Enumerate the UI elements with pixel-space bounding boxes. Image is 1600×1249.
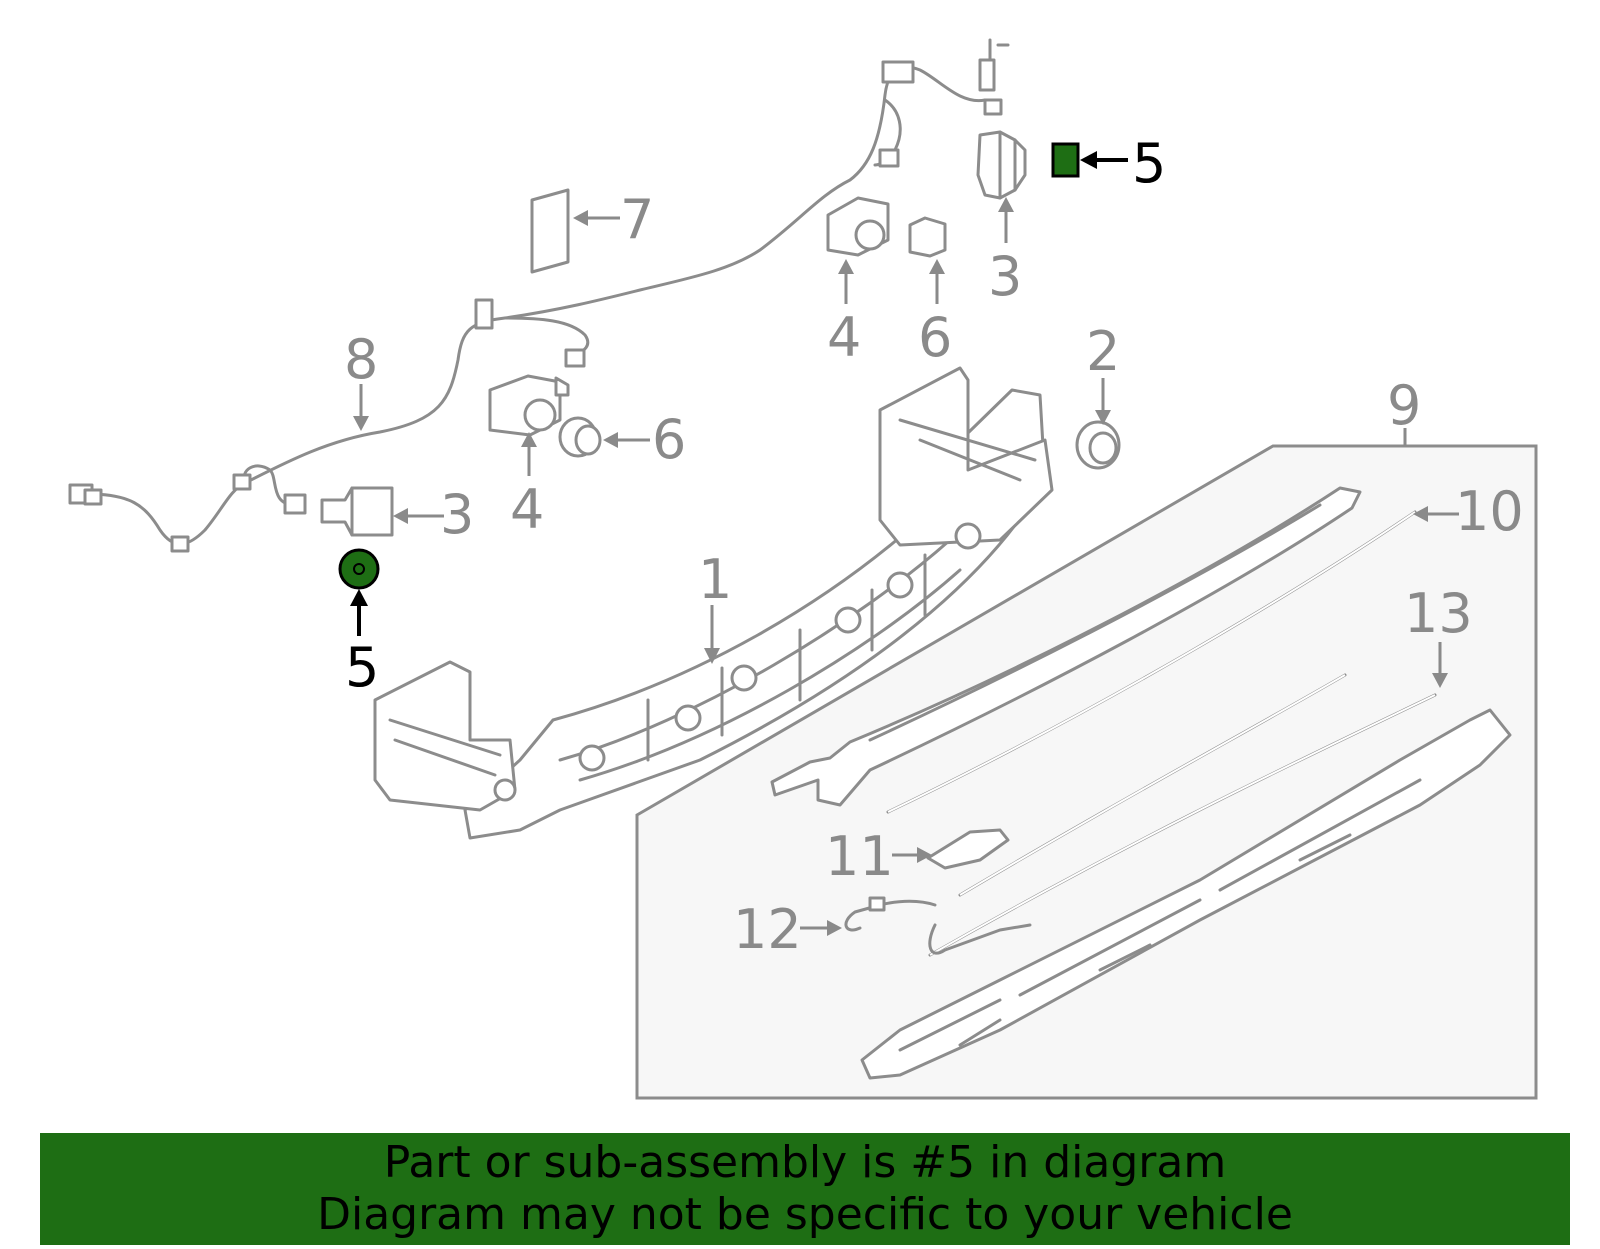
- callout-6-upper: 6: [918, 306, 952, 369]
- bracket-3-lower: [320, 486, 394, 537]
- callout-9: 9: [1387, 374, 1421, 437]
- callout-12: 12: [733, 898, 802, 961]
- energy-absorber-lower: [860, 708, 1512, 1080]
- callout-13: 13: [1404, 582, 1473, 645]
- callout-7: 7: [620, 188, 654, 251]
- callout-1: 1: [698, 548, 732, 611]
- kit-9-box: [635, 444, 1538, 1100]
- callout-2: 2: [1086, 320, 1120, 383]
- clip-11: [926, 828, 1010, 870]
- sensor-cable-12: [844, 899, 1032, 955]
- highlighted-part-5-upper: [1051, 142, 1080, 178]
- banner-line-1: Part or sub-assembly is #5 in diagram: [383, 1137, 1227, 1188]
- wiring-harness-8: [68, 38, 1010, 553]
- callout-4-upper: 4: [827, 306, 861, 369]
- connector-12: [868, 896, 886, 912]
- bumper-beam-1: [373, 366, 1054, 840]
- tube-12-inner: [959, 674, 1346, 896]
- callout-4-lower: 4: [510, 478, 544, 541]
- sensor-4-upper: [826, 196, 890, 257]
- callout-5-lower: 5: [345, 636, 379, 699]
- retainer-6-upper: [908, 216, 947, 258]
- absorber-9: [770, 486, 1362, 807]
- callout-11: 11: [825, 825, 894, 888]
- energy-absorber-detail: [898, 778, 1422, 1052]
- retainer-6-lower: [558, 416, 602, 458]
- pad-7: [530, 188, 570, 274]
- info-banner: Part or sub-assembly is #5 in diagram Di…: [40, 1133, 1570, 1245]
- highlighted-part-5-lower: [338, 548, 380, 590]
- tube-13-inner: [929, 694, 1436, 956]
- callout-3-upper: 3: [988, 245, 1022, 308]
- callout-8: 8: [344, 328, 378, 391]
- rod-10-inner: [887, 511, 1416, 813]
- callout-6-lower: 6: [652, 408, 686, 471]
- callout-3-lower: 3: [440, 483, 474, 546]
- bracket-3-upper: [976, 130, 1027, 200]
- sensor-4-lower: [488, 374, 570, 437]
- nut-2: [1075, 420, 1121, 470]
- callout-5-upper: 5: [1132, 132, 1166, 195]
- banner-line-2: Diagram may not be specific to your vehi…: [317, 1189, 1293, 1240]
- callout-10: 10: [1455, 480, 1524, 543]
